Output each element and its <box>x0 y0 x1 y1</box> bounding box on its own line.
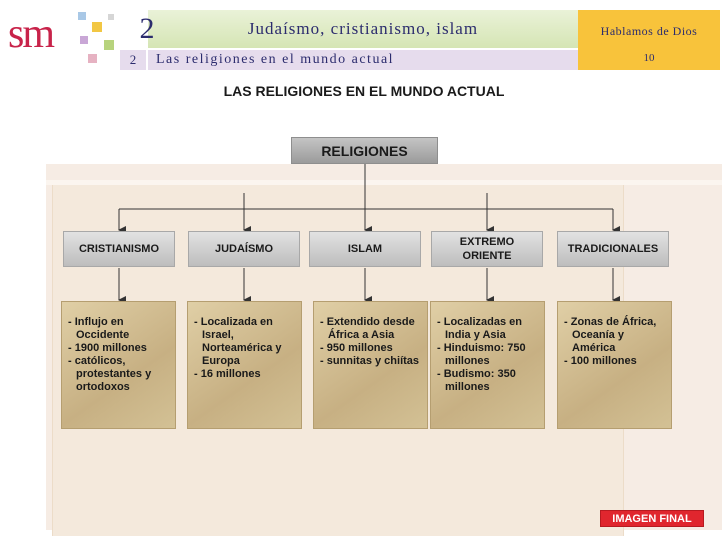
category-node-cristianismo: CRISTIANISMO <box>63 231 175 267</box>
detail-item: - Localizada en Israel, Norteamérica y E… <box>194 316 282 367</box>
detail-item: - Localizadas en India y Asia <box>437 316 522 341</box>
chapter-title-bar <box>148 10 578 48</box>
decor-square <box>88 54 97 63</box>
section-title: Las religiones en el mundo actual <box>156 52 395 67</box>
category-node-islam: ISLAM <box>309 231 421 267</box>
category-node-extremo-oriente: EXTREMO ORIENTE <box>431 231 543 267</box>
detail-node-islam: - Extendido desde África a Asia - 950 mi… <box>313 301 428 429</box>
decor-square <box>80 36 88 44</box>
detail-item: - 100 millones <box>564 355 637 367</box>
chapter-title: Judaísmo, cristianismo, islam <box>247 19 479 38</box>
decor-square <box>92 22 102 32</box>
page-number: 10 <box>643 52 655 64</box>
detail-item: - Influjo en Occidente <box>68 316 130 341</box>
detail-node-extremo-oriente: - Localizadas en India y Asia - Hinduism… <box>430 301 545 429</box>
unit-box <box>578 10 720 70</box>
detail-node-judaismo: - Localizada en Israel, Norteamérica y E… <box>187 301 302 429</box>
chapter-number: 2 <box>139 12 155 45</box>
detail-item: - sunnitas y chiítas <box>320 355 420 367</box>
detail-item: - Extendido desde África a Asia <box>320 316 415 341</box>
section-number: 2 <box>120 50 146 70</box>
publisher-logo: sm <box>8 11 55 57</box>
page-title: LAS RELIGIONES EN EL MUNDO ACTUAL <box>223 83 505 99</box>
detail-node-tradicionales: - Zonas de África, Oceanía y América - 1… <box>557 301 672 429</box>
decor-square <box>108 14 114 20</box>
unit-title: Hablamos de Dios <box>600 24 698 38</box>
diagram-stripe <box>46 180 722 185</box>
detail-item: - 1900 millones <box>68 342 147 354</box>
category-node-judaismo: JUDAÍSMO <box>188 231 300 267</box>
final-image-button[interactable]: IMAGEN FINAL <box>600 510 704 527</box>
detail-item: - 16 millones <box>194 368 261 380</box>
category-node-tradicionales: TRADICIONALES <box>557 231 669 267</box>
detail-item: - Budismo: 350 millones <box>437 368 516 393</box>
detail-node-cristianismo: - Influjo en Occidente - 1900 millones -… <box>61 301 176 429</box>
section-title-bar <box>148 50 578 70</box>
detail-item: - 950 millones <box>320 342 393 354</box>
decor-square <box>104 40 114 50</box>
detail-item: - Zonas de África, Oceanía y América <box>564 316 657 354</box>
detail-item: - Hinduismo: 750 millones <box>437 342 526 367</box>
root-node: RELIGIONES <box>291 137 438 164</box>
decor-square <box>78 12 86 20</box>
detail-item: - católicos, protestantes y ortodoxos <box>68 355 152 393</box>
